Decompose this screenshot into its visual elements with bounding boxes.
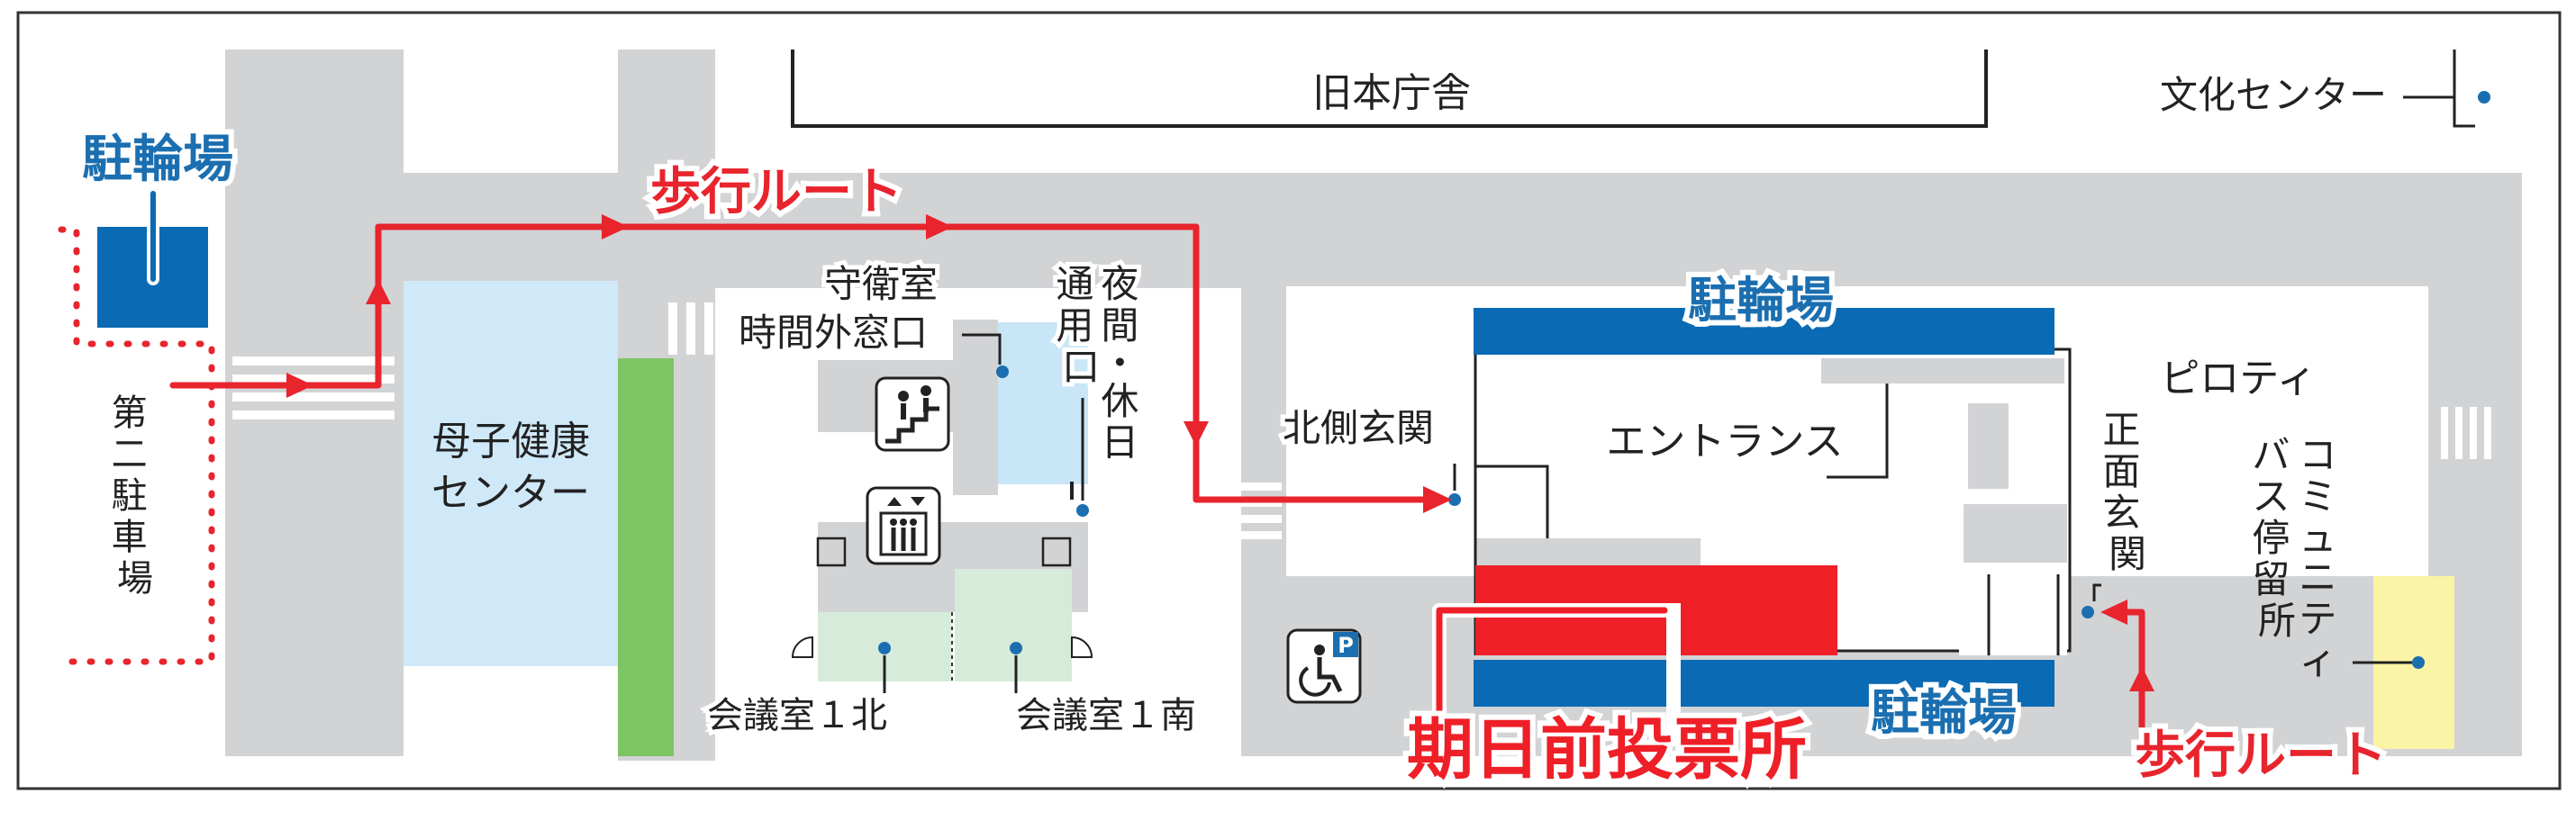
meeting-room-south-dot [1010, 642, 1022, 654]
night-entrance-label: 夜 間 ・ 休 日 通 用 口 [1056, 262, 1150, 465]
svg-text:P: P [1338, 633, 1354, 658]
culture-center-label: 文化センター [2160, 73, 2387, 117]
entrance-hall-label: エントランス [1606, 419, 1843, 465]
second-parking-char: 二 [112, 434, 148, 475]
second-parking-char: 車 [112, 517, 148, 558]
main-entrance-dot [2082, 606, 2094, 618]
walking-route-top [169, 223, 1447, 503]
bicycle-parking-bottom-label: 駐輪場 [1871, 684, 2017, 741]
walking-route-bottom [2122, 609, 2145, 751]
early-voting-label: 期日前投票所 [1407, 711, 1807, 789]
route-arrows [286, 214, 1452, 513]
stairs-icon [875, 376, 950, 452]
second-parking-char: 第 [112, 392, 148, 434]
bus-stop-dot [2412, 656, 2425, 669]
walking-route-top-label: 歩行ルート [650, 163, 903, 221]
north-entrance-dot [1448, 493, 1461, 506]
bus-stop-label: コ ミ ュ ニ テ ィ バ ス 停 留 所 [2252, 433, 2348, 682]
culture-center-dot [2478, 91, 2490, 104]
maternal-center-label-line1: 母子健康 [431, 419, 590, 465]
crosswalks [232, 302, 2491, 539]
meeting-room-south-label: 会議室１南 [1016, 695, 1196, 736]
green-strip [618, 358, 674, 756]
bicycle-parking-left-label: 駐輪場 [82, 131, 233, 189]
second-parking-label: 第 二 駐 車 場 [112, 392, 159, 600]
second-parking-char: 駐 [112, 475, 148, 517]
old-hall-outline [791, 50, 1988, 128]
north-entrance-label: 北側玄関 [1283, 406, 1434, 450]
walking-route-bottom-label: 歩行ルート [2135, 726, 2387, 785]
guard-room-leader [962, 333, 1002, 365]
route-arrow-left [2100, 600, 2127, 625]
guard-room-label-line2: 時間外窓口 [739, 311, 928, 355]
culture-center-leader [2403, 50, 2475, 128]
meeting-room-north-label: 会議室１北 [707, 695, 887, 736]
second-parking-char: 場 [117, 558, 153, 600]
guard-room [998, 322, 1088, 484]
crosswalk-guard [668, 302, 731, 355]
meeting-room-north-dot [878, 642, 891, 654]
elevator-icon [866, 486, 941, 565]
route-arrow-up [2129, 666, 2154, 691]
guard-room-dot [996, 365, 1009, 378]
old-hall-label: 旧本庁舎 [1312, 70, 1471, 116]
maternal-health-center [404, 281, 618, 666]
main-entrance-label: 正 面 玄 関 [2102, 408, 2152, 576]
night-entrance-dot [1076, 504, 1089, 517]
bicycle-parking-top [1474, 308, 2054, 355]
maternal-center-label-line2: センター [431, 470, 590, 516]
bicycle-parking-bottom [1474, 660, 2054, 707]
crosswalk-right [2441, 407, 2491, 459]
bicycle-parking-top-label: 駐輪場 [1688, 272, 1834, 329]
crosswalk-left [232, 356, 395, 420]
wheelchair-parking-icon: P [1286, 628, 1362, 704]
pilotis-label: ピロティ [2160, 356, 2316, 401]
second-parking-outline [58, 226, 215, 665]
guard-room-label-line1: 守衛室 [824, 262, 938, 306]
